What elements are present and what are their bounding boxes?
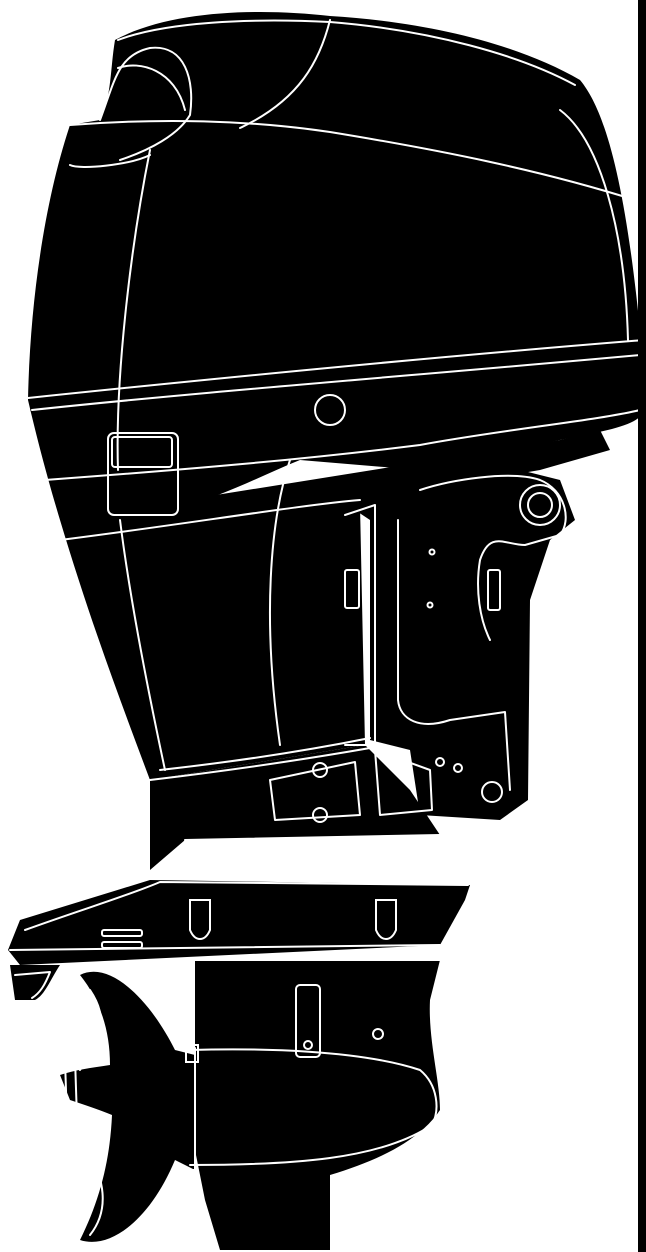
anode-tab-2	[101, 941, 143, 949]
prop-nut	[185, 1044, 199, 1063]
cowling-vent-outline	[99, 46, 193, 161]
swivel-bracket	[344, 504, 376, 746]
prop-shaft-ring	[184, 1047, 196, 1171]
bracket-outline	[419, 474, 567, 641]
bracket-bolt-1	[428, 548, 436, 556]
midsection-line-2	[149, 747, 371, 781]
propeller	[60, 971, 195, 1242]
cowl-latch-grip	[111, 436, 173, 468]
cowling-rear-line	[239, 19, 331, 129]
cowling-side-line	[69, 119, 636, 201]
bracket-clip	[344, 569, 360, 609]
lower-cowling-curve	[268, 459, 291, 746]
tilt-tube-inner	[527, 492, 553, 518]
water-intake-grille	[295, 984, 321, 1058]
cowl-latch-handle	[107, 432, 179, 516]
plate-bolt-2	[312, 807, 328, 823]
anode-tab	[101, 929, 143, 937]
gearcase-torpedo	[189, 1048, 438, 1166]
midsection-plate-line-2	[184, 867, 461, 871]
cavitation-plate-top	[24, 881, 469, 931]
midsection-plate-line	[184, 834, 441, 841]
anti-ventilation-plate	[8, 880, 470, 965]
water-intake-bolt	[303, 1040, 313, 1050]
cowling-bottom-curve	[44, 409, 641, 481]
cowling-panel-line	[69, 154, 151, 168]
cowling-belt-line-2	[31, 354, 641, 411]
lower-cowling-curve-2	[119, 519, 166, 771]
bracket-lower	[374, 749, 433, 816]
bracket-inner-line	[397, 519, 511, 791]
bracket-bolt-4	[453, 763, 463, 773]
cowling-rear-curve	[559, 109, 629, 341]
cavitation-plate-bottom	[9, 944, 441, 951]
cowling-vent-inner	[117, 64, 186, 111]
prop-blade-edge	[79, 989, 102, 1071]
bracket-clip-2	[487, 569, 501, 611]
right-border-bar	[638, 0, 646, 1252]
cowling-lower-line	[59, 499, 361, 541]
trim-tab-1	[189, 899, 211, 940]
tilt-tube-outer	[519, 484, 561, 526]
prop-hub	[64, 1057, 79, 1153]
trim-bolt	[481, 781, 503, 803]
cowling-belt-line-1	[27, 339, 645, 399]
midsection-line	[159, 737, 371, 771]
plate-bolt-1	[312, 762, 328, 778]
lower-cowling	[60, 430, 610, 780]
gearcase	[195, 960, 440, 1250]
trim-tab-2	[375, 899, 397, 940]
engine-cowling	[28, 11, 644, 520]
bracket-bolt-3	[435, 757, 445, 767]
skeg-edge	[14, 971, 51, 999]
water-pickup-bolt	[372, 1028, 384, 1040]
bracket-bolt-2	[426, 601, 434, 609]
prop-blade-edge-2	[84, 1139, 104, 1236]
cowl-screw	[314, 394, 346, 426]
